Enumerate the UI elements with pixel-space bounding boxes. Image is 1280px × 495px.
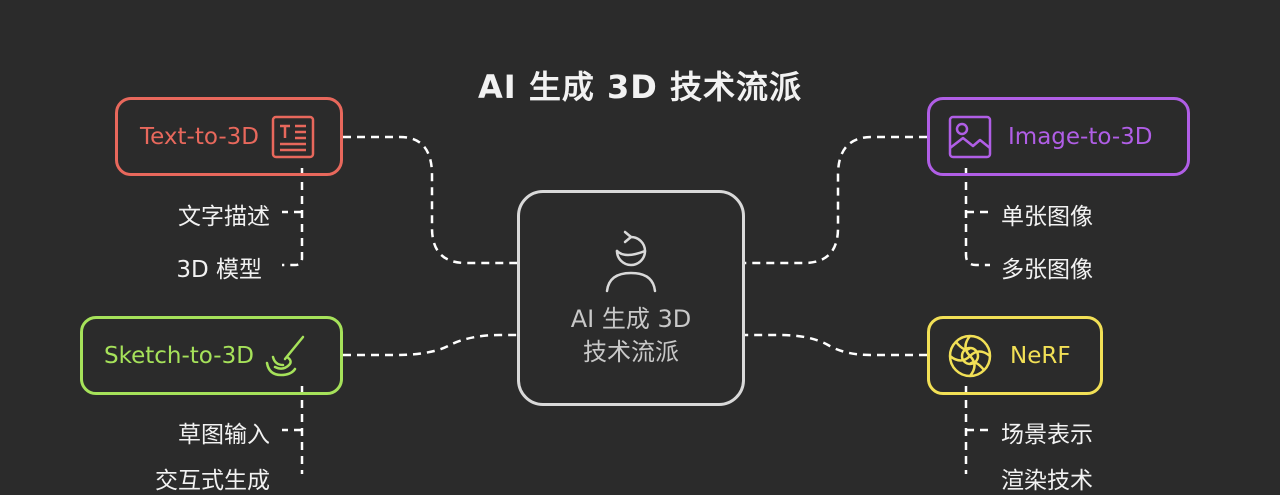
node-text-to-3d: Text-to-3D [115,97,343,176]
connector-sketch-sub [282,386,304,474]
node-image-to-3d: Image-to-3D [927,97,1190,176]
center-node-label: AI 生成 3D 技术流派 [571,303,692,369]
connector-image-to-3d [745,135,927,265]
text-to-3d-item-1: 文字描述 [178,204,270,230]
sketch-to-3d-item-2: 交互式生成 [155,468,270,494]
node-sketch-to-3d-label: Sketch-to-3D [104,342,254,369]
connector-nerf [745,333,927,357]
diagram-title: AI 生成 3D 技术流派 [478,68,802,106]
diagram-canvas: AI 生成 3D 技术流派 Text-to-3D Sketch-to-3D [80,68,1190,494]
node-image-to-3d-label: Image-to-3D [1008,123,1153,150]
image-to-3d-item-2: 多张图像 [1001,257,1093,283]
node-sketch-to-3d: Sketch-to-3D [80,316,343,395]
connector-nerf-sub [964,386,990,474]
nerf-item-1: 场景表示 [1001,422,1093,448]
connector-sketch-to-3d [343,333,517,357]
image-icon [946,113,994,161]
nerf-item-2: 渲染技术 [1001,468,1093,494]
center-node: AI 生成 3D 技术流派 [517,190,745,406]
center-line1: AI 生成 3D [570,305,692,333]
node-nerf: NeRF [927,316,1103,395]
text-document-icon [269,113,317,161]
image-to-3d-item-1: 单张图像 [1001,204,1093,230]
node-text-to-3d-label: Text-to-3D [140,123,259,150]
node-nerf-label: NeRF [1010,342,1071,369]
connector-text-sub [282,168,304,267]
globe-mesh-icon [946,332,994,380]
person-refresh-icon [595,223,667,295]
center-line2: 技术流派 [582,338,679,366]
sketch-to-3d-item-1: 草图输入 [178,422,270,448]
connector-image-sub [964,168,990,267]
connector-text-to-3d [343,135,517,265]
connector-lines [282,135,990,474]
text-to-3d-item-2: 3D 模型 [176,257,262,283]
brush-icon [262,332,310,380]
